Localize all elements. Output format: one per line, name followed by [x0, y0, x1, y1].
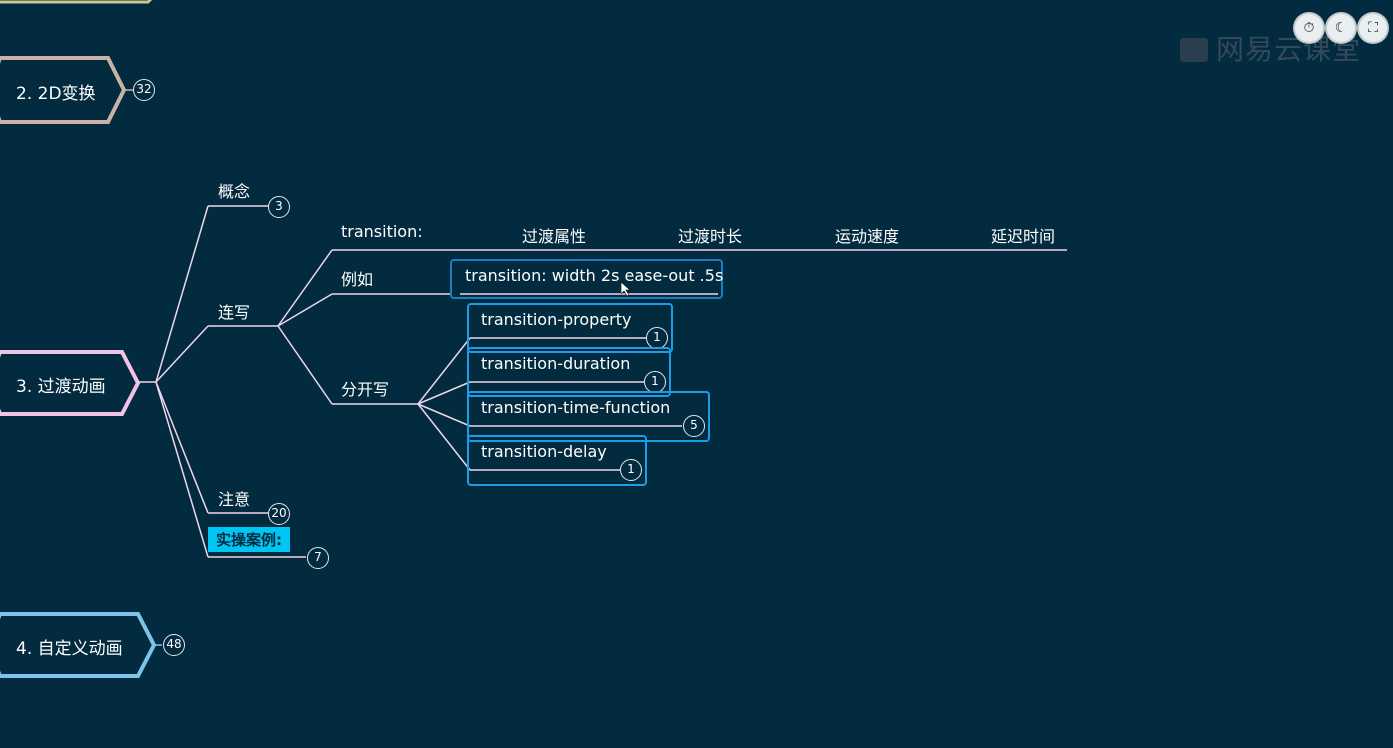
branch-concept-label[interactable]: 概念	[218, 182, 251, 201]
topic-3-branches	[138, 205, 306, 558]
separate-item-property-count[interactable]: 1	[646, 327, 668, 349]
topic-1-outline-partial	[0, 0, 153, 4]
separate-item-box-delay[interactable]	[467, 435, 647, 486]
separate-item-timing-count[interactable]: 5	[683, 415, 705, 437]
topic-2-count-badge[interactable]: 32	[133, 79, 155, 101]
example-code: transition: width 2s ease-out .5s	[465, 266, 724, 285]
moon-icon[interactable]: ☾	[1327, 14, 1355, 42]
separate-item-delay: transition-delay	[481, 442, 607, 461]
syntax-part-property: 过渡属性	[522, 227, 587, 246]
separate-item-duration-count[interactable]: 1	[644, 371, 666, 393]
example-code-box[interactable]	[450, 259, 723, 299]
topic-3-outline	[0, 350, 141, 416]
cursor-icon	[621, 282, 631, 296]
topic-4-label[interactable]: 4. 自定义动画	[16, 639, 123, 659]
separate-label[interactable]: 分开写	[341, 380, 390, 399]
syntax-label[interactable]: transition:	[341, 222, 423, 241]
branch-case-label[interactable]: 实操案例:	[208, 527, 290, 552]
separate-item-box-duration[interactable]	[467, 347, 671, 397]
shorthand-branches	[277, 249, 1067, 405]
syntax-part-timing: 运动速度	[835, 227, 900, 246]
separate-item-delay-count[interactable]: 1	[620, 459, 642, 481]
syntax-part-duration: 过渡时长	[678, 227, 743, 246]
topic-3-label[interactable]: 3. 过渡动画	[16, 377, 106, 397]
separate-item-box-property[interactable]	[467, 303, 673, 353]
separate-item-box-timing[interactable]	[467, 391, 710, 442]
separate-item-timing: transition-time-function	[481, 398, 671, 417]
separate-branches	[417, 293, 718, 471]
book-icon	[1180, 38, 1208, 62]
example-label[interactable]: 例如	[341, 270, 374, 289]
fullscreen-icon[interactable]: ⛶	[1359, 14, 1387, 42]
branch-case-count-badge[interactable]: 7	[307, 547, 329, 569]
branch-shorthand-label[interactable]: 连写	[218, 303, 251, 322]
separate-item-duration: transition-duration	[481, 354, 631, 373]
separate-item-property: transition-property	[481, 310, 632, 329]
branch-concept-count-badge[interactable]: 3	[268, 196, 290, 218]
timer-icon[interactable]: ⏱	[1295, 14, 1323, 42]
topic-4-count-badge[interactable]: 48	[163, 634, 185, 656]
syntax-part-delay: 延迟时间	[991, 227, 1056, 246]
branch-note-label[interactable]: 注意	[218, 490, 251, 509]
topic-2-label[interactable]: 2. 2D变换	[16, 84, 96, 104]
branch-note-count-badge[interactable]: 20	[268, 503, 290, 525]
topic-4-outline	[0, 612, 157, 678]
topic-2-outline	[0, 56, 127, 124]
